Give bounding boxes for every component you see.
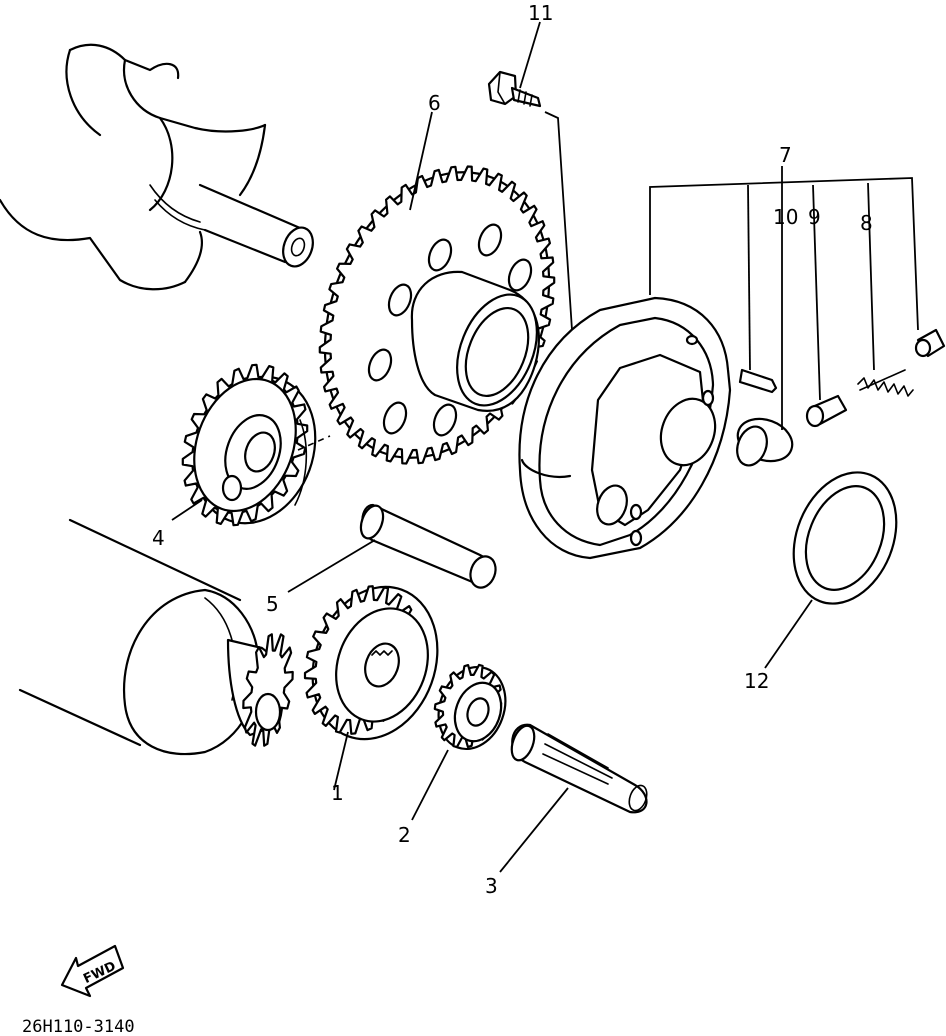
callout-2: 2 <box>398 823 411 847</box>
starter-idler-gear-1 <box>303 585 439 741</box>
starter-wheel-gear <box>318 165 556 465</box>
bolt <box>487 70 542 108</box>
starter-idler-gear-2 <box>433 663 507 751</box>
washer <box>792 471 898 605</box>
clutch-pin <box>738 368 778 394</box>
starter-clutch-assembly <box>518 296 732 560</box>
callout-9: 9 <box>808 205 821 229</box>
splined-shaft <box>510 723 648 814</box>
drawing-code: 26H110-3140 <box>22 1017 135 1036</box>
idler-gear <box>181 363 317 527</box>
callout-labels: 1 2 3 4 5 6 7 8 9 10 11 12 <box>152 1 873 898</box>
callout-4: 4 <box>152 526 165 550</box>
starter-motor <box>18 518 294 756</box>
clutch-roller <box>805 394 848 428</box>
crankshaft <box>0 43 314 291</box>
spring-cap <box>914 328 946 358</box>
callout-10: 10 <box>773 205 798 229</box>
callout-1: 1 <box>331 781 344 805</box>
callout-7: 7 <box>779 143 792 167</box>
clutch-spring <box>857 369 914 397</box>
idler-shaft <box>359 503 497 589</box>
callout-5: 5 <box>266 592 279 616</box>
leader-lines <box>171 21 919 873</box>
fwd-arrow: FWD <box>60 944 125 998</box>
clutch-roller-large <box>736 417 794 467</box>
callout-12: 12 <box>744 669 769 693</box>
callout-3: 3 <box>485 874 498 898</box>
callout-8: 8 <box>860 211 873 235</box>
callout-6: 6 <box>428 91 441 115</box>
callout-11: 11 <box>528 1 553 25</box>
